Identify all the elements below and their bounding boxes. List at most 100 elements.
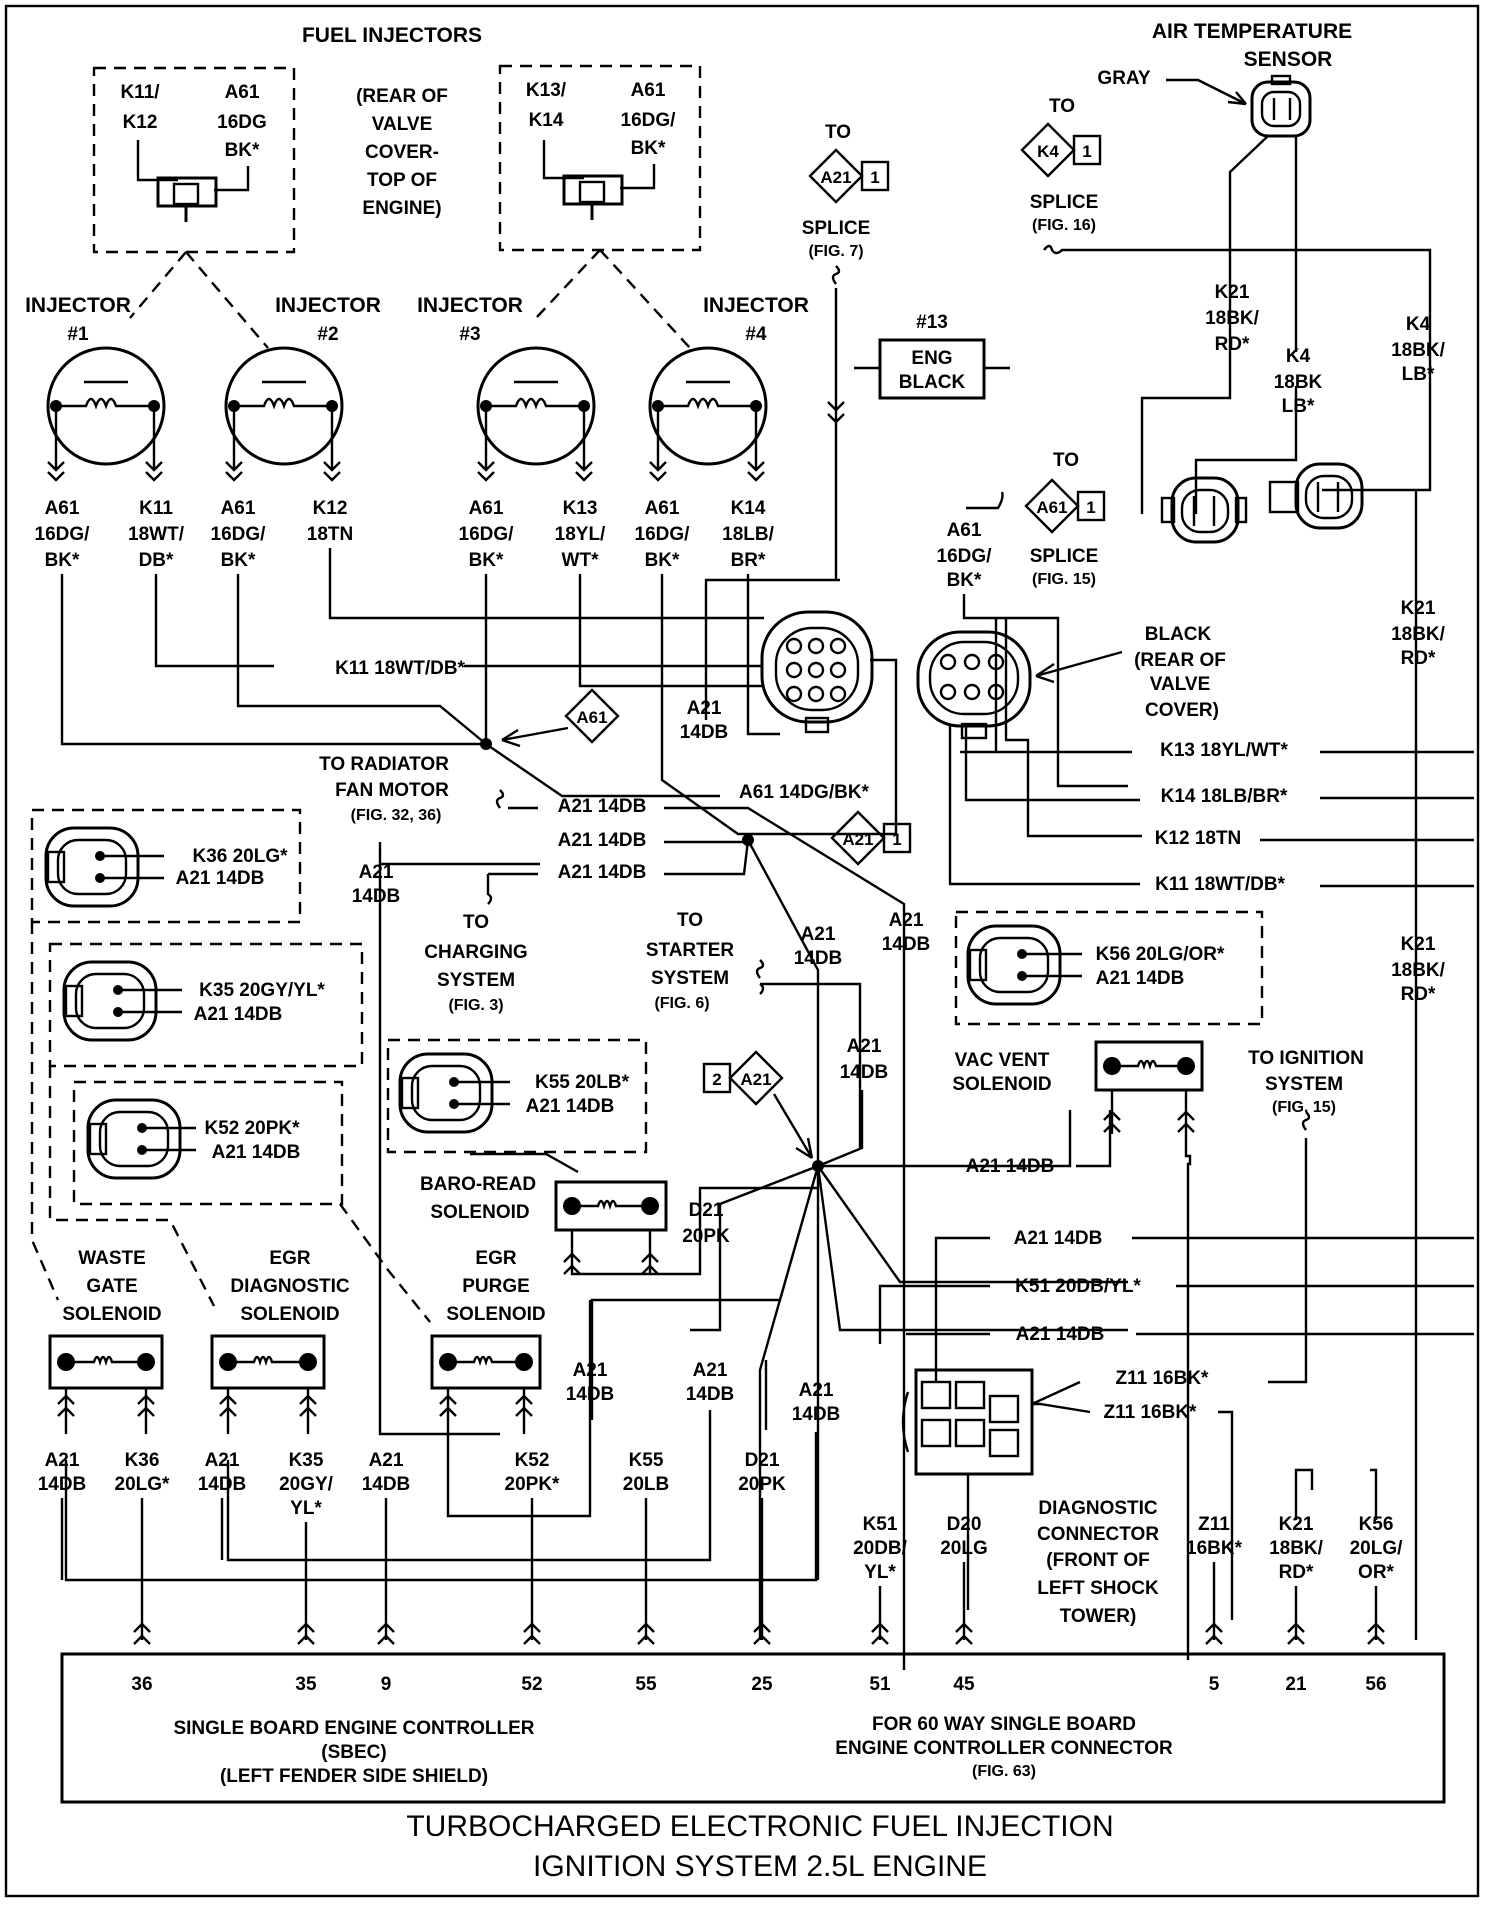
svg-text:TO RADIATOR: TO RADIATOR bbox=[319, 754, 449, 775]
a21-left-trunk bbox=[378, 864, 500, 1436]
air-temperature-sensor: AIR TEMPERATURE SENSOR GRAY bbox=[1097, 20, 1352, 514]
svg-text:(REAR OF: (REAR OF bbox=[1134, 650, 1226, 671]
a21-label-1: A21 bbox=[687, 698, 722, 719]
svg-text:36: 36 bbox=[131, 1674, 152, 1695]
svg-text:DB*: DB* bbox=[139, 550, 174, 571]
svg-text:K55 20LB*: K55 20LB* bbox=[535, 1072, 630, 1093]
black-connector: A61 16DG/ BK* BLACK (REAR OF VALVE COVER… bbox=[916, 520, 1226, 740]
title-line-2: IGNITION SYSTEM 2.5L ENGINE bbox=[533, 1850, 987, 1883]
svg-text:ENG: ENG bbox=[911, 348, 952, 369]
svg-text:K14: K14 bbox=[731, 498, 766, 519]
svg-text:A61: A61 bbox=[1036, 498, 1067, 517]
connector-k35: K35 20GY/YL* A21 14DB bbox=[48, 942, 364, 1068]
svg-text:16DG/: 16DG/ bbox=[635, 524, 691, 545]
svg-text:(FIG. 32, 36): (FIG. 32, 36) bbox=[351, 807, 442, 824]
svg-text:A21: A21 bbox=[847, 1036, 882, 1057]
injector-connector-right: K13/ K14 A61 16DG/ BK* bbox=[498, 64, 702, 252]
svg-text:K55: K55 bbox=[629, 1450, 664, 1471]
svg-text:SOLENOID: SOLENOID bbox=[240, 1304, 339, 1325]
to-charging-system: TO CHARGING SYSTEM (FIG. 3) bbox=[424, 912, 527, 1014]
svg-text:14DB: 14DB bbox=[362, 1474, 411, 1495]
svg-text:K35: K35 bbox=[289, 1450, 324, 1471]
svg-text:(FIG. 63): (FIG. 63) bbox=[972, 1763, 1036, 1780]
black-conn-wires bbox=[948, 594, 1142, 886]
svg-text:OR*: OR* bbox=[1358, 1562, 1395, 1583]
svg-text:20LG/: 20LG/ bbox=[1350, 1538, 1404, 1559]
svg-text:(LEFT FENDER SIDE SHIELD): (LEFT FENDER SIDE SHIELD) bbox=[220, 1766, 488, 1787]
svg-text:GATE: GATE bbox=[86, 1276, 137, 1297]
svg-text:FOR 60 WAY SINGLE BOARD: FOR 60 WAY SINGLE BOARD bbox=[872, 1714, 1136, 1735]
svg-text:#4: #4 bbox=[745, 324, 767, 345]
svg-text:SYSTEM: SYSTEM bbox=[651, 968, 729, 989]
svg-text:A21: A21 bbox=[820, 168, 851, 187]
svg-text:K11: K11 bbox=[139, 498, 173, 519]
svg-text:D21: D21 bbox=[745, 1450, 780, 1471]
svg-text:D20: D20 bbox=[947, 1514, 982, 1535]
svg-text:9: 9 bbox=[381, 1674, 392, 1695]
svg-text:BARO-READ: BARO-READ bbox=[420, 1174, 536, 1195]
svg-text:55: 55 bbox=[635, 1674, 657, 1695]
injector-wire-labels: A61 16DG/ BK* K11 18WT/ DB* A61 16DG/ BK… bbox=[35, 498, 775, 571]
svg-text:CHARGING: CHARGING bbox=[424, 942, 527, 963]
svg-text:RD*: RD* bbox=[1279, 1562, 1314, 1583]
svg-text:GRAY: GRAY bbox=[1097, 68, 1150, 89]
egr-purge-solenoid: EGR PURGE SOLENOID bbox=[430, 1248, 592, 1518]
svg-text:20LG*: 20LG* bbox=[115, 1474, 171, 1495]
svg-text:BLACK: BLACK bbox=[899, 372, 966, 393]
svg-text:A21 14DB: A21 14DB bbox=[558, 862, 647, 883]
svg-text:K13 18YL/WT*: K13 18YL/WT* bbox=[1160, 740, 1288, 761]
svg-text:A21: A21 bbox=[842, 830, 873, 849]
svg-text:K14 18LB/BR*: K14 18LB/BR* bbox=[1161, 786, 1288, 807]
frame bbox=[4, 4, 1480, 1898]
svg-text:K51: K51 bbox=[863, 1514, 898, 1535]
svg-text:K52 20PK*: K52 20PK* bbox=[204, 1118, 300, 1139]
svg-text:RD*: RD* bbox=[1401, 648, 1436, 669]
svg-text:INJECTOR: INJECTOR bbox=[417, 294, 523, 317]
svg-text:INJECTOR: INJECTOR bbox=[703, 294, 809, 317]
svg-text:K56: K56 bbox=[1359, 1514, 1394, 1535]
k11-harness-label: K11 18WT/DB* bbox=[335, 658, 465, 679]
svg-text:(SBEC): (SBEC) bbox=[321, 1742, 386, 1763]
svg-text:K56 20LG/OR*: K56 20LG/OR* bbox=[1096, 944, 1225, 965]
svg-text:BLACK: BLACK bbox=[1145, 624, 1212, 645]
svg-text:14DB: 14DB bbox=[198, 1474, 247, 1495]
svg-text:18BK/: 18BK/ bbox=[1391, 624, 1446, 645]
svg-text:45: 45 bbox=[953, 1674, 975, 1695]
svg-text:SPLICE: SPLICE bbox=[1030, 192, 1099, 213]
svg-text:18WT/: 18WT/ bbox=[128, 524, 185, 545]
injector-connector-left: K11/ K12 A61 16DG BK* bbox=[92, 66, 296, 254]
svg-text:18BK/: 18BK/ bbox=[1391, 960, 1446, 981]
svg-text:K36: K36 bbox=[125, 1450, 160, 1471]
svg-text:COVER): COVER) bbox=[1145, 700, 1219, 721]
a61-splice-point bbox=[480, 738, 492, 750]
waste-gate-solenoid: WASTE GATE SOLENOID bbox=[48, 1248, 164, 1434]
svg-text:A61: A61 bbox=[576, 708, 607, 727]
svg-text:14DB: 14DB bbox=[794, 948, 843, 969]
svg-text:EGR: EGR bbox=[269, 1248, 310, 1269]
svg-text:INJECTOR: INJECTOR bbox=[275, 294, 381, 317]
svg-text:K4: K4 bbox=[1286, 346, 1311, 367]
svg-text:ENGINE): ENGINE) bbox=[362, 198, 441, 219]
svg-text:18BK: 18BK bbox=[1274, 372, 1323, 393]
svg-text:WT*: WT* bbox=[562, 550, 600, 571]
svg-text:SOLENOID: SOLENOID bbox=[446, 1304, 545, 1325]
svg-text:16DG: 16DG bbox=[217, 112, 267, 133]
svg-text:SYSTEM: SYSTEM bbox=[1265, 1074, 1343, 1095]
svg-text:YL*: YL* bbox=[290, 1498, 322, 1519]
a21-2-tag: 2 A21 bbox=[702, 1050, 814, 1160]
ground-13-eng-black: #13 ENG BLACK bbox=[854, 312, 1010, 400]
svg-text:K52: K52 bbox=[515, 1450, 550, 1471]
svg-text:TO: TO bbox=[677, 910, 703, 931]
svg-text:16DG/: 16DG/ bbox=[621, 110, 677, 131]
svg-text:K14: K14 bbox=[529, 110, 564, 131]
svg-text:A21 14DB: A21 14DB bbox=[1016, 1324, 1105, 1345]
svg-text:A21: A21 bbox=[799, 1380, 834, 1401]
svg-text:18TN: 18TN bbox=[307, 524, 353, 545]
k21-wire bbox=[1140, 344, 1232, 514]
svg-text:TO IGNITION: TO IGNITION bbox=[1248, 1048, 1364, 1069]
svg-text:BK*: BK* bbox=[221, 550, 256, 571]
svg-text:LEFT SHOCK: LEFT SHOCK bbox=[1037, 1578, 1159, 1599]
svg-text:14DB: 14DB bbox=[38, 1474, 87, 1495]
svg-text:A21 14DB: A21 14DB bbox=[212, 1142, 301, 1163]
